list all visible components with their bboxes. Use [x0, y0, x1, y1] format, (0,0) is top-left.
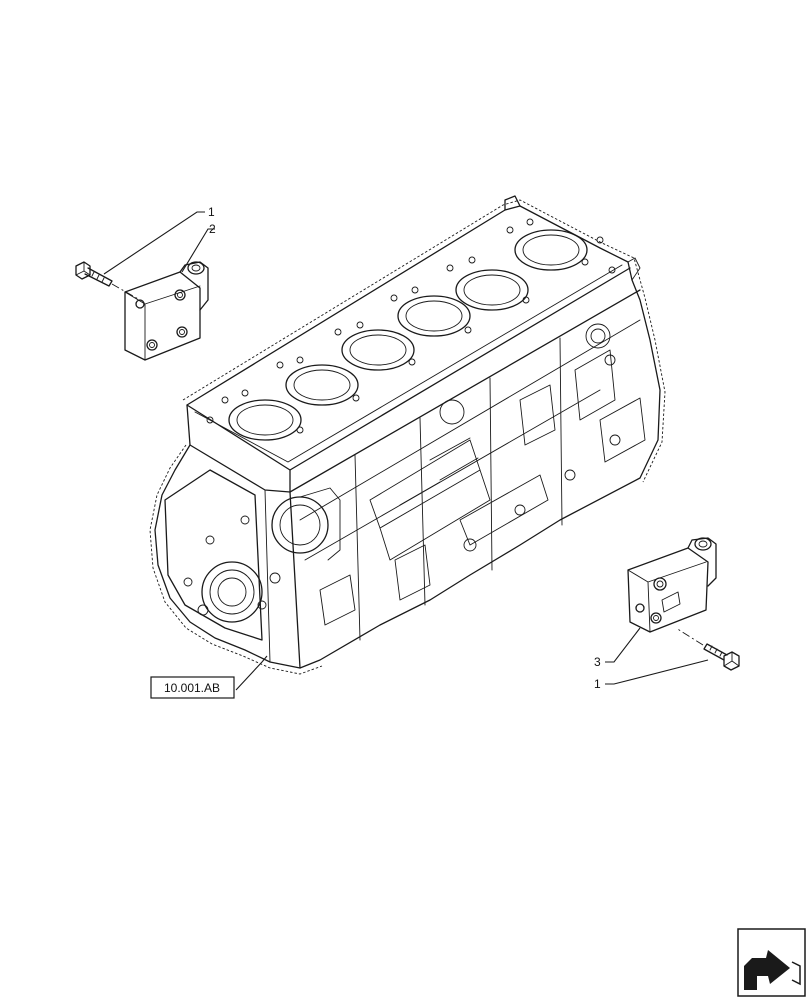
bracket-bottom: [627, 537, 717, 633]
bolt-bottom: [703, 643, 740, 671]
next-page-arrow-icon[interactable]: [737, 928, 806, 997]
bolt-top: [75, 261, 113, 287]
assembly-line-bottom: [675, 627, 704, 646]
engine-block: [149, 195, 666, 675]
callout-1-top: 1: [208, 205, 215, 219]
callout-2: 2: [209, 222, 216, 236]
callout-1-bottom: 1: [594, 677, 601, 691]
callout-3: 3: [594, 655, 601, 669]
bracket-top: [124, 261, 209, 361]
reference-label: 10.001.AB: [164, 681, 220, 695]
assembly-line-top: [111, 283, 141, 301]
reference-box[interactable]: 10.001.AB: [150, 676, 235, 699]
callout-leaders: [103, 211, 709, 691]
